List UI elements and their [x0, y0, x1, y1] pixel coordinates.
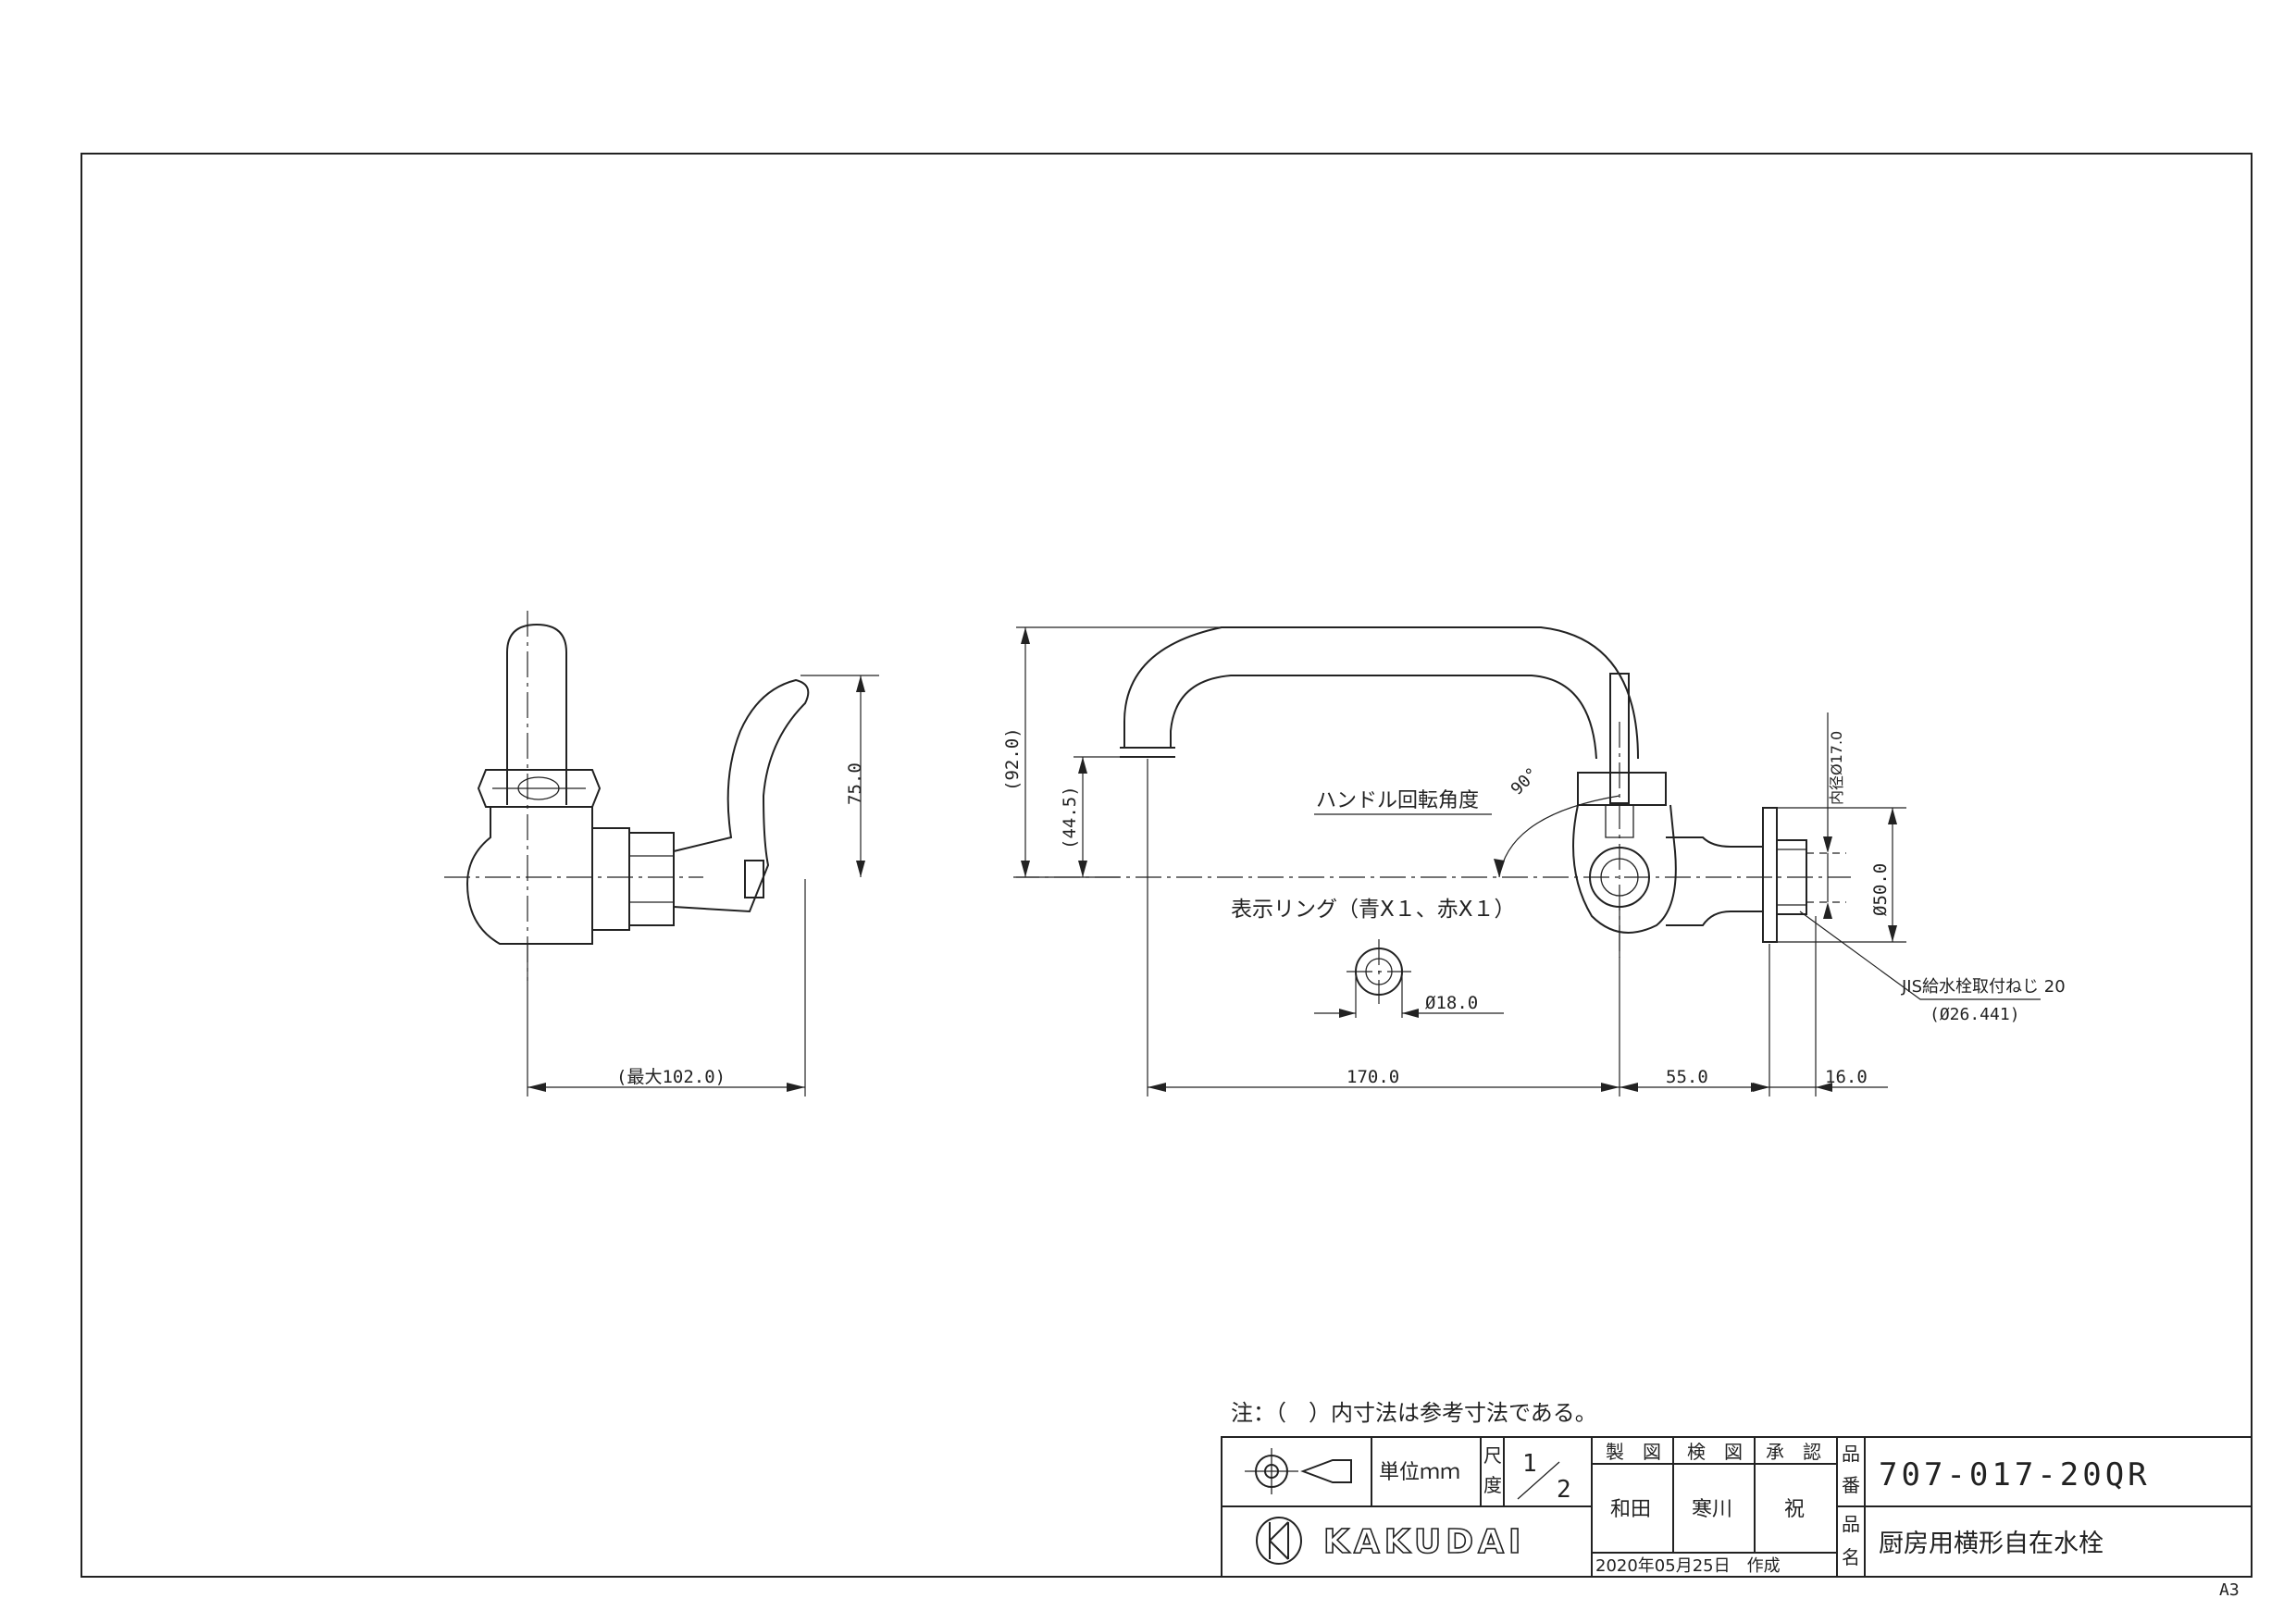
drawn-by: 和田: [1610, 1498, 1651, 1521]
third-angle-projection-icon: [1245, 1448, 1352, 1494]
kakudai-logo: KAKUDAI: [1256, 1517, 1525, 1565]
part-no-label-2: 番: [1842, 1474, 1860, 1496]
handle-rotation-label: ハンドル回転角度: [1316, 789, 1479, 812]
scale-label-2: 度: [1483, 1474, 1502, 1496]
dim-length-170: 170.0: [1347, 1067, 1399, 1087]
dim-angle: 90°: [1508, 764, 1543, 799]
dim-side-height: 75.0: [845, 762, 865, 805]
thread-label: JIS給水栓取付ねじ 20: [1901, 977, 2066, 997]
checked-by: 寒川: [1692, 1498, 1732, 1521]
approved-label: 承 認: [1766, 1441, 1821, 1463]
drawing-frame: [81, 153, 2253, 1578]
scale-numerator: 1: [1522, 1450, 1537, 1478]
drawn-label: 製 図: [1606, 1441, 1661, 1463]
approved-by: 祝: [1784, 1498, 1805, 1521]
dim-inner-dia: 内径Ø17.0: [1828, 731, 1845, 805]
side-view: [444, 611, 879, 1096]
dim-spout-height: (44.5): [1060, 786, 1080, 849]
part-number: 707-017-20QR: [1879, 1456, 2151, 1493]
scale-denominator: 2: [1557, 1476, 1571, 1504]
checked-label: 検 図: [1687, 1441, 1743, 1463]
ring-label: 表示リング（青X１、赤X１）: [1231, 898, 1516, 922]
part-name-label-2: 名: [1842, 1546, 1860, 1568]
reference-dim-note: 注：（ ）内寸法は参考寸法である。: [1231, 1400, 1597, 1426]
title-block: [1221, 1436, 2253, 1578]
unit-label: 単位ｍｍ: [1379, 1461, 1460, 1484]
dim-thread-dia: (Ø26.441): [1930, 1005, 2020, 1024]
part-name-label-1: 品: [1842, 1513, 1860, 1535]
dim-max-depth: (最大102.0): [616, 1067, 726, 1087]
scale-slash: [1517, 1461, 1560, 1500]
dim-flange-dia: Ø50.0: [1870, 863, 1891, 916]
creation-date: 2020年05月25日 作成: [1595, 1556, 1781, 1576]
front-view: [1013, 626, 2041, 1096]
scale-label-1: 尺: [1483, 1444, 1502, 1467]
dim-length-55: 55.0: [1666, 1067, 1708, 1087]
part-no-label-1: 品: [1842, 1443, 1860, 1465]
dim-length-16: 16.0: [1825, 1067, 1868, 1087]
sheet-size: A3: [2219, 1580, 2240, 1600]
dim-overall-height: (92.0): [1002, 727, 1023, 791]
logo-text: KAKUDAI: [1323, 1523, 1525, 1561]
part-name: 厨房用横形自在水栓: [1879, 1530, 2104, 1558]
dim-ring-dia: Ø18.0: [1425, 993, 1478, 1013]
